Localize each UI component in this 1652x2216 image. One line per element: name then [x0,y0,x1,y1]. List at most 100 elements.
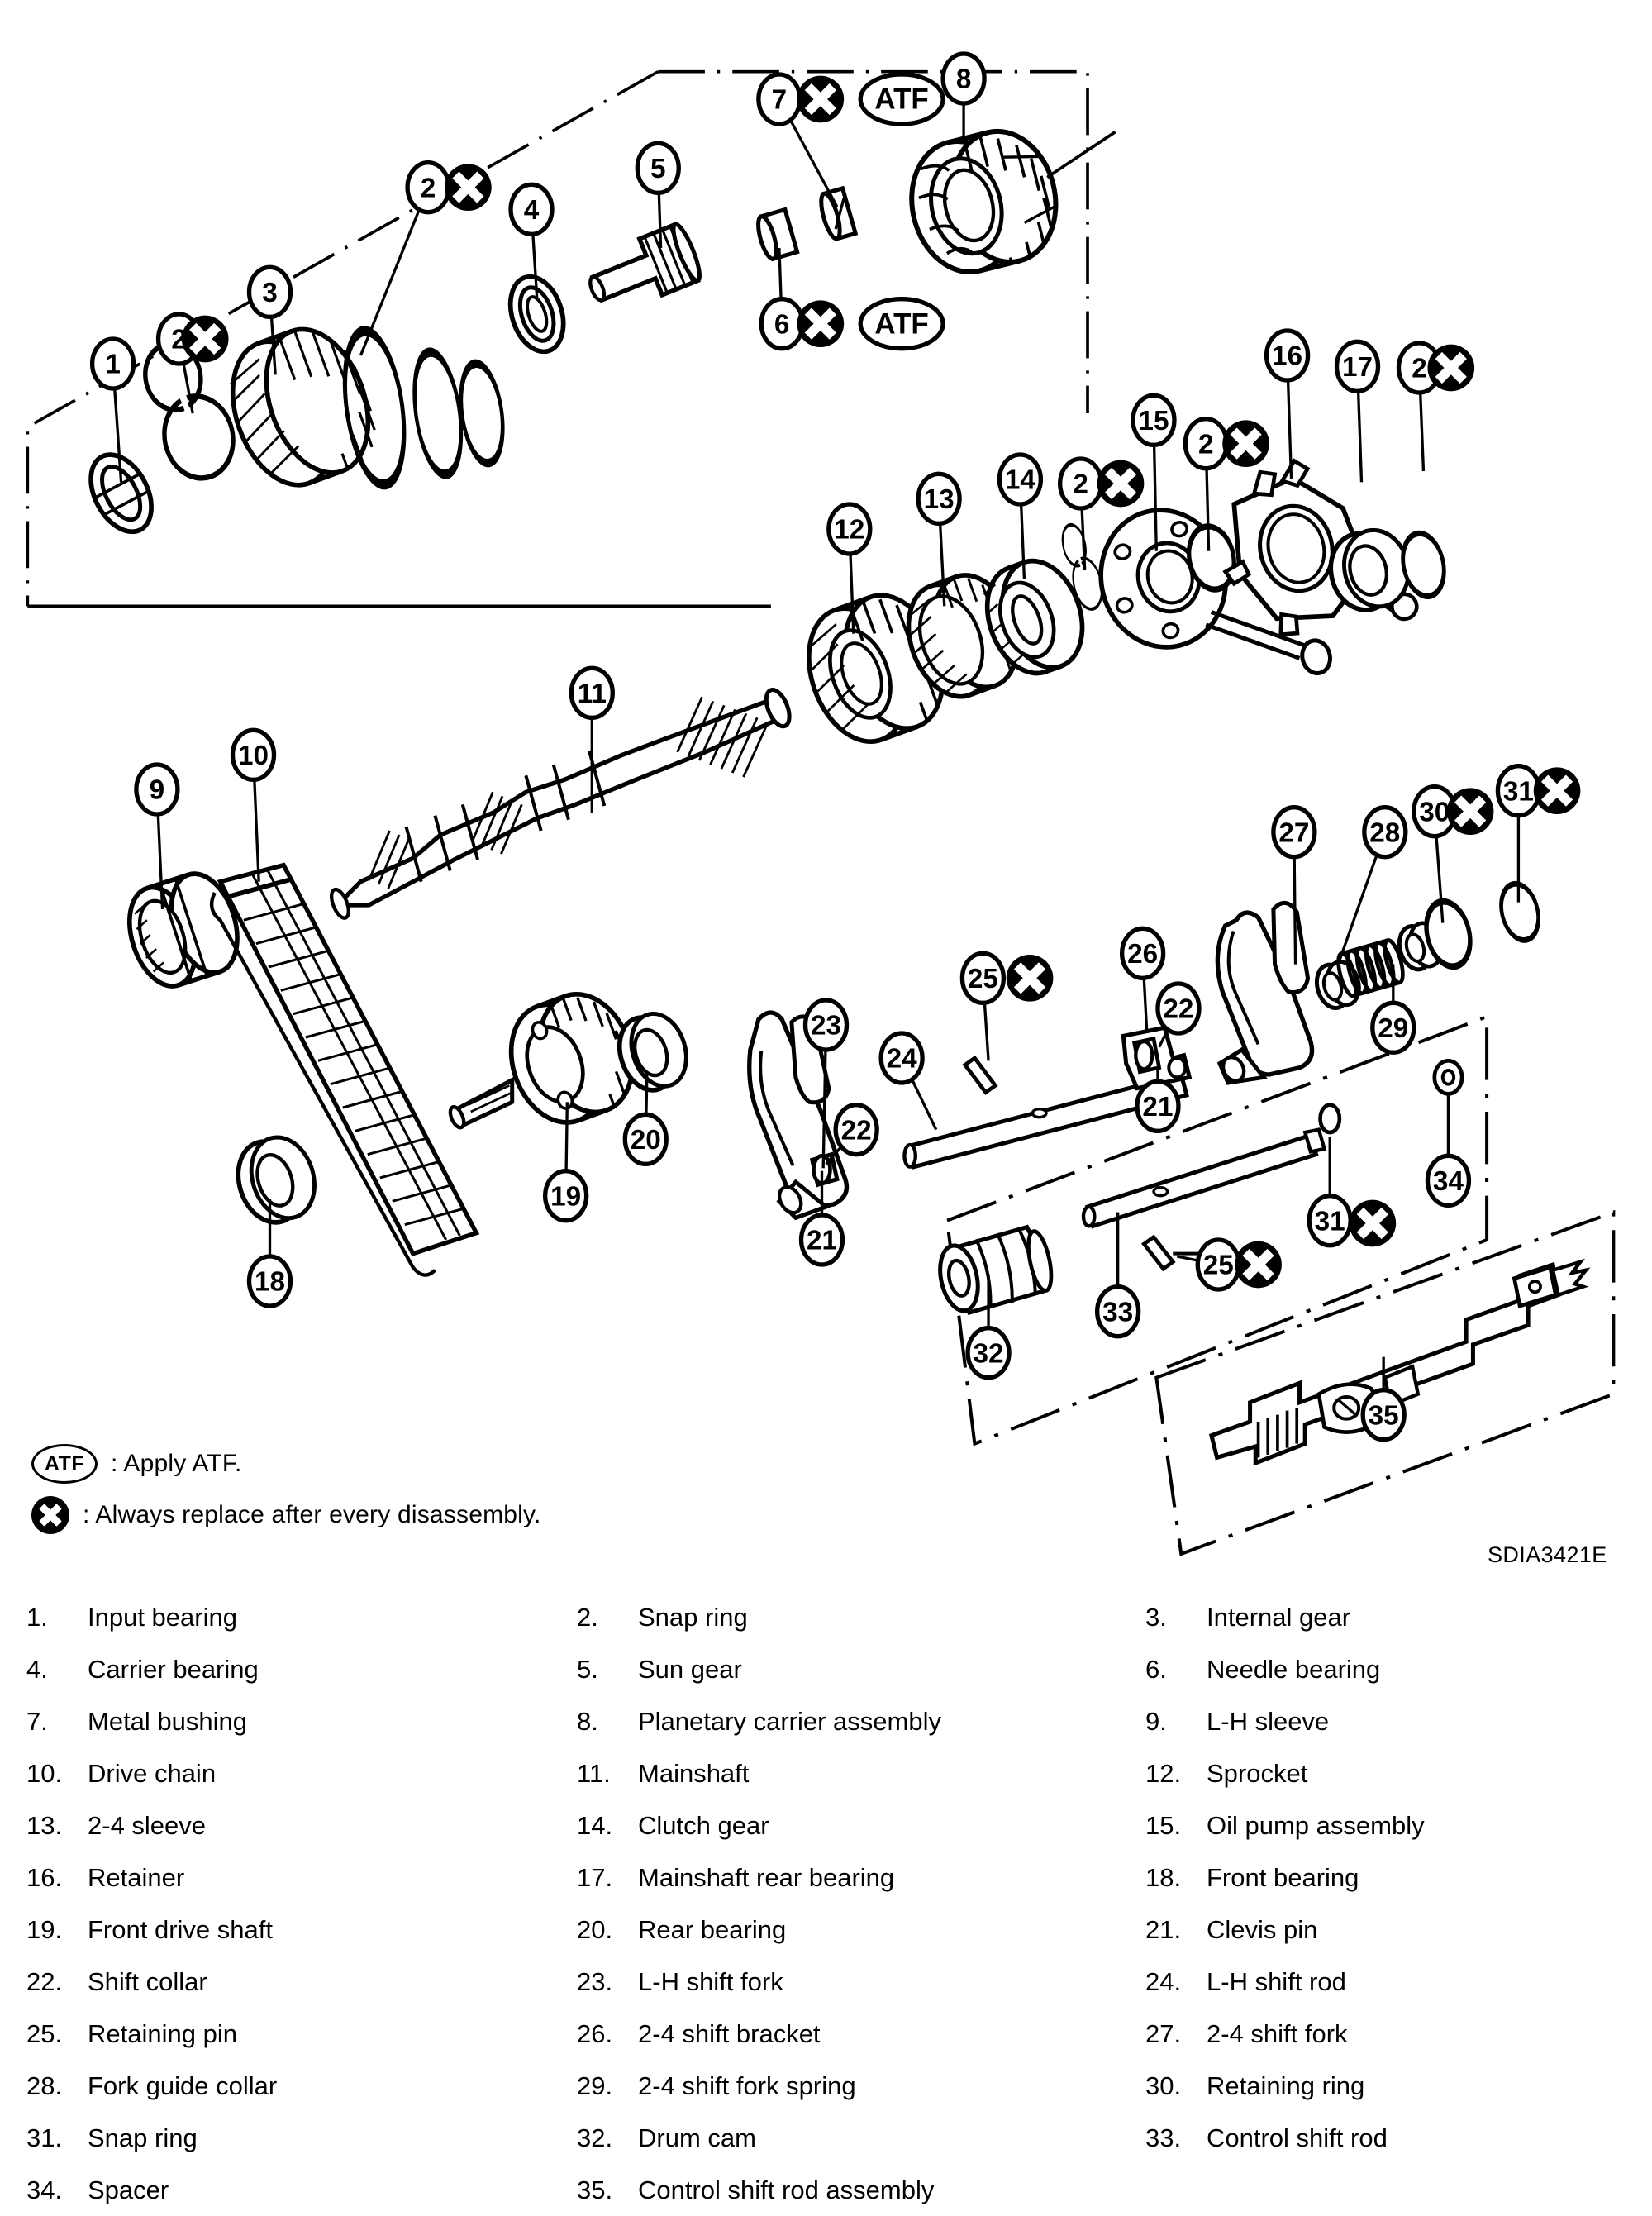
atf-markers-layer: ATF ATF [858,72,945,351]
part-number: 10. [26,1758,63,1788]
part-2-4-shift-fork-spring [1336,938,1405,998]
callout-balloon-29: 29 [1370,1000,1416,1056]
part-number: 9. [1145,1706,1167,1736]
part-number: 7. [26,1706,48,1736]
part-number: 19. [26,1914,63,1944]
callout-balloon-28: 28 [1362,805,1408,860]
part-entry: 9. L-H sleeve [1129,1695,1652,1747]
callout-balloon-30: 30 [1412,784,1458,839]
part-number: 30. [1145,2071,1182,2100]
part-name: Shift collar [88,1966,207,1996]
callout-balloon-5: 5 [635,141,681,195]
callout-number: 1 [105,350,121,380]
part-number: 27. [1145,2018,1182,2048]
part-name: Mainshaft [638,1758,750,1788]
part-name: Oil pump assembly [1207,1810,1425,1840]
part-number: 3. [1145,1602,1167,1632]
part-entry: 14.Clutch gear [536,1799,1129,1851]
part-metal-bushing [819,185,859,241]
part-number: 32. [577,2123,613,2152]
callout-balloon-25: 25 [1195,1237,1241,1292]
callout-balloon-31: 31 [1495,764,1542,818]
part-entry: 33.Control shift rod [1129,2112,1652,2164]
callout-balloon-24: 24 [878,1031,925,1085]
callout-balloon-17: 17 [1334,339,1381,394]
part-snap-ring-8 [1499,880,1540,943]
part-entry: 25.Retaining pin [0,2008,536,2060]
x-mark-icon [1235,1241,1282,1289]
part-number: 20. [577,1914,613,1944]
callout-number: 12 [834,515,864,546]
callout-balloon-20: 20 [622,1112,669,1167]
part-front-drive-shaft [448,992,635,1130]
part-name: Retaining pin [88,2018,237,2048]
part-number: 8. [577,1706,598,1736]
callout-balloon-27: 27 [1271,805,1317,860]
part-name: 2-4 shift fork spring [638,2071,856,2100]
drawing-code: SDIA3421E [1488,1542,1607,1567]
part-name: Carrier bearing [88,1654,259,1684]
mt-models-panel [1154,1209,1616,1556]
part-entry: 31.Snap ring [0,2112,536,2164]
atf-icon: ATF [31,1444,98,1484]
callout-number: 35 [1369,1400,1399,1431]
part-entry: 12.Sprocket [1129,1747,1652,1799]
x-mark-icon [445,164,492,211]
part-number: 26. [577,2018,613,2048]
part-number: 24. [1145,1966,1182,1996]
part-needle-bearing [756,207,800,262]
part-number: 2. [577,1602,598,1632]
part-entry: 29.2-4 shift fork spring [536,2060,1129,2112]
callout-number: 33 [1102,1297,1133,1327]
part-number: 13. [26,1810,63,1840]
part-entry: 26.2-4 shift bracket [536,2008,1129,2060]
callout-number: 22 [841,1115,872,1146]
callout-balloon-3: 3 [246,264,293,320]
part-snap-ring-4 [459,359,505,468]
part-name: 2-4 shift fork [1207,2018,1348,2048]
part-mainshaft-rear-bearing [1328,527,1411,612]
atf-icon: ATF [858,72,945,126]
part-entry: 8. Planetary carrier assembly [536,1695,1129,1747]
exploded-view-diagram: 1232456789101112131421521617218192021222… [26,51,1616,1556]
x-mark-icon [797,75,845,123]
callout-balloon-22: 22 [833,1103,879,1157]
legend-row-replace: : Always replace after every disassembly… [0,1489,826,1541]
callout-number: 17 [1342,352,1373,383]
part-entry: 17.Mainshaft rear bearing [536,1851,1129,1904]
callout-number: 19 [550,1181,581,1212]
part-name: Clutch gear [638,1810,769,1840]
part-entry: 21.Clevis pin [1129,1904,1652,1956]
callout-balloon-35: 35 [1360,1388,1407,1442]
part-name: L-H sleeve [1207,1706,1330,1736]
callout-balloon-10: 10 [230,727,277,782]
part-snap-ring-6 [1186,523,1236,593]
callout-number: 23 [811,1011,841,1041]
part-internal-gear [230,326,376,488]
callout-number: 2 [421,173,436,203]
callout-number: 10 [238,741,269,771]
callout-number: 25 [1203,1251,1234,1281]
callout-balloon-21: 21 [798,1213,845,1267]
callout-number: 5 [650,154,666,184]
atf-icon: ATF [858,297,945,351]
callout-balloon-2: 2 [1183,417,1229,471]
part-entry: 10.Drive chain [0,1747,536,1799]
part-entry: 24.L-H shift rod [1129,1956,1652,2008]
callout-number: 21 [1142,1092,1173,1122]
callout-balloon-4: 4 [508,182,555,236]
part-entry: 6.Needle bearing [1129,1643,1652,1695]
part-lh-sleeve [127,871,240,989]
part-entry: 32.Drum cam [536,2112,1129,2164]
atf-label: ATF [874,83,928,116]
part-retaining-pin-1 [962,1055,998,1095]
part-name: Planetary carrier assembly [638,1706,941,1736]
part-number: 16. [26,1862,63,1892]
part-number: 5. [577,1654,598,1684]
part-snap-ring-9 [1318,1103,1342,1135]
callout-number: 24 [887,1044,918,1075]
callout-number: 7 [772,85,788,116]
atf-label: ATF [874,307,928,340]
